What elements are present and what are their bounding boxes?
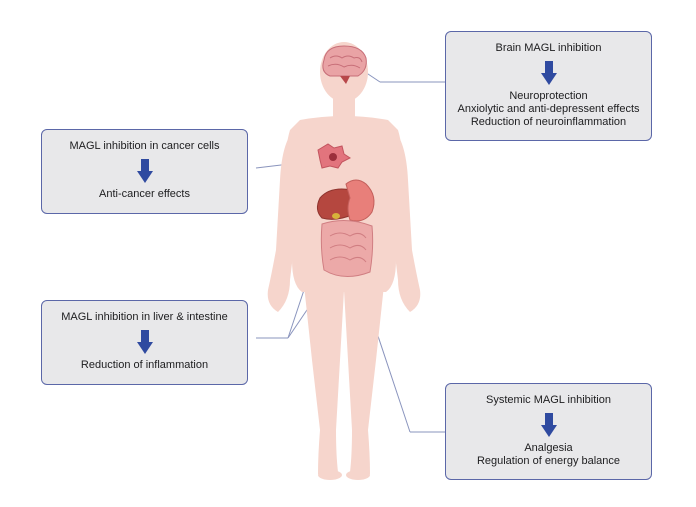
down-arrow-icon [540,413,557,437]
down-arrow-icon [136,330,153,354]
brain-effect: Anxiolytic and anti-depressent effects [457,103,640,115]
liver-box-title: MAGL inhibition in liver & intestine [61,311,228,323]
cancer-cell-icon [317,143,351,169]
brain-box-title: Brain MAGL inhibition [495,42,602,54]
cancer-box-title: MAGL inhibition in cancer cells [69,140,220,152]
brain-magl-box: Brain MAGL inhibition Neuroprotection An… [445,31,652,141]
cancer-magl-box: MAGL inhibition in cancer cells Anti-can… [41,129,248,214]
systemic-magl-box: Systemic MAGL inhibition Analgesia Regul… [445,383,652,480]
liver-icon [316,188,355,220]
liver-intestine-magl-box: MAGL inhibition in liver & intestine Red… [41,300,248,385]
brain-effect: Reduction of neuroinflammation [470,116,627,128]
brain-effect: Neuroprotection [509,90,588,102]
systemic-effect: Analgesia [524,442,573,454]
systemic-effect: Regulation of energy balance [476,455,621,467]
down-arrow-icon [540,61,557,85]
intestine-icon [320,220,374,277]
brain-icon [322,45,367,84]
systemic-box-title: Systemic MAGL inhibition [486,394,611,406]
liver-effect: Reduction of inflammation [80,359,209,371]
cancer-effect: Anti-cancer effects [99,188,190,200]
body-silhouette [267,42,421,480]
down-arrow-icon [136,159,153,183]
stomach-icon [345,179,375,222]
